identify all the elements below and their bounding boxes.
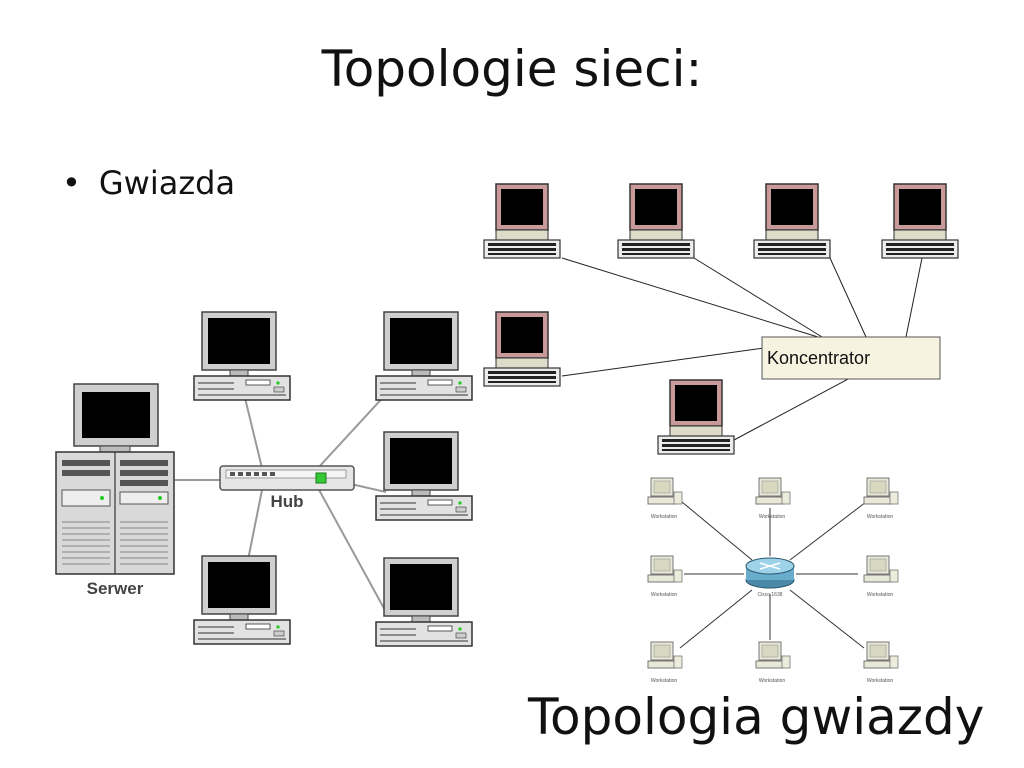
router-label: Cisco 1638 [757,592,782,598]
workstation-2: Workstation [755,477,791,520]
slide-title: Topologie sieci: [321,40,703,98]
router-diagram: Cisco 1638 Workstation Workstation Works… [647,477,899,684]
server-screen [82,392,150,438]
bullet-text: Gwiazda [98,164,236,202]
concentrator-pc-1 [483,183,561,259]
hub-pc-bottom [193,555,291,645]
concentrator-diagram: Koncentrator [483,183,959,455]
link-hub-pc-right-1 [317,391,389,469]
svg-text:Workstation: Workstation [759,678,786,684]
router-links [679,501,867,649]
hub-pc-right-2 [375,431,473,521]
svg-text:Workstation: Workstation [867,592,894,598]
workstation-5: Workstation [863,555,899,598]
hub-links [175,391,389,613]
workstation-1: Workstation [647,477,683,520]
hub-device: Hub [219,465,355,511]
concentrator-pc-2 [617,183,695,259]
bullet-item: • Gwiazda [62,164,235,202]
link-hub-pc-bottom [247,489,263,561]
concentrator-pc-3 [753,183,831,259]
workstation-4: Workstation [647,555,683,598]
svg-text:Workstation: Workstation [651,592,678,598]
server: Serwer [55,383,175,598]
concentrator-pc-5 [483,311,561,387]
svg-text:Workstation: Workstation [867,678,894,684]
workstation-7: Workstation [755,641,791,684]
workstation-8: Workstation [863,641,899,684]
hub-pc-right-3 [375,557,473,647]
svg-text:Workstation: Workstation [759,514,786,520]
hub-pc-top [193,311,291,401]
hub-led [315,472,327,484]
hub-label: Hub [270,492,303,511]
concentrator-box [761,336,941,380]
concentrator-pc-4 [881,183,959,259]
workstation-3: Workstation [863,477,899,520]
link-hub-pc-right-3 [317,487,387,613]
concentrator-links [561,257,923,441]
link-hub-pc-top [244,397,263,469]
slide-caption: Topologia gwiazdy [528,688,985,746]
concentrator-pc-6 [657,379,735,455]
router-device: Cisco 1638 [745,557,795,598]
hub-pc-right-1 [375,311,473,401]
workstation-6: Workstation [647,641,683,684]
server-label: Serwer [87,579,144,598]
svg-text:Workstation: Workstation [867,514,894,520]
svg-text:Workstation: Workstation [651,678,678,684]
svg-text:Workstation: Workstation [651,514,678,520]
hub-diagram: Serwer Hub [55,311,473,647]
server-monitor-stand [99,445,131,453]
concentrator-label: Koncentrator [767,348,870,368]
bullet-dot: • [62,164,81,202]
